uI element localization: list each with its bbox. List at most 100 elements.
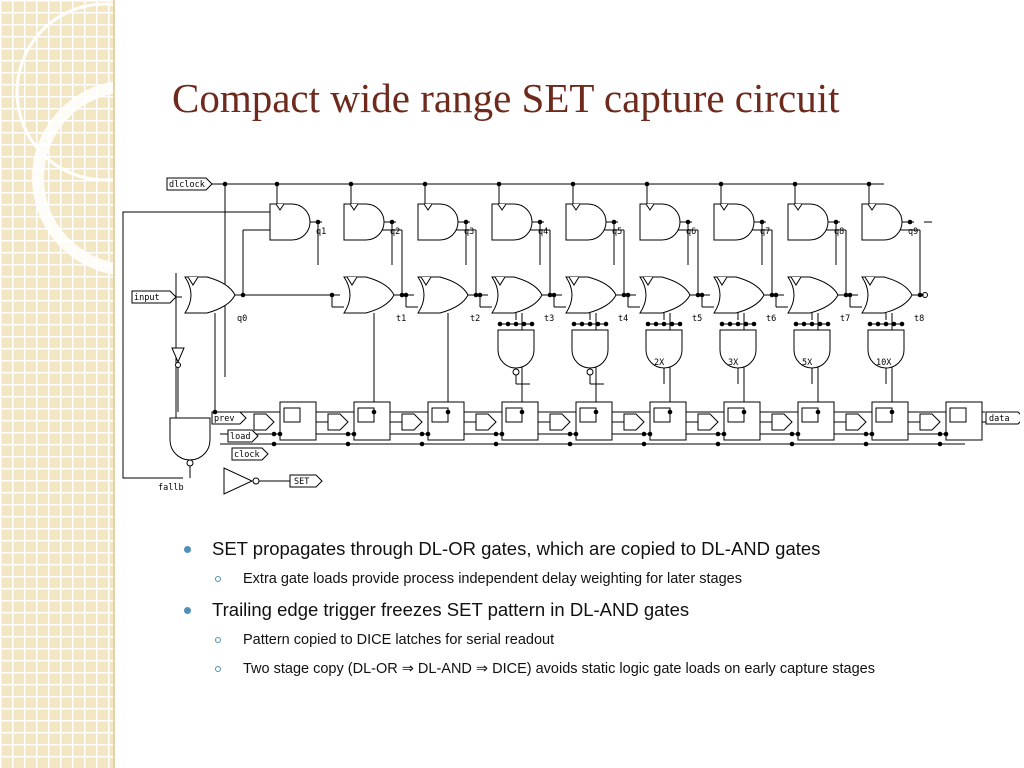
junction-dot bbox=[641, 431, 647, 437]
junction-dot bbox=[593, 409, 599, 415]
circuit-junctions bbox=[212, 181, 949, 447]
junction-dot bbox=[653, 321, 659, 327]
junction-dot bbox=[917, 292, 923, 298]
junction-dot bbox=[801, 321, 807, 327]
and-gate bbox=[269, 203, 311, 241]
and-output-label: q7 bbox=[760, 227, 770, 237]
pin-label: SET bbox=[294, 477, 309, 487]
junction-dot bbox=[943, 431, 949, 437]
latch-inner bbox=[283, 407, 301, 423]
junction-dot bbox=[907, 219, 913, 225]
junction-dot bbox=[719, 321, 725, 327]
load-gate bbox=[497, 329, 535, 369]
junction-dot bbox=[793, 321, 799, 327]
pin-load bbox=[227, 429, 259, 443]
pin-input bbox=[131, 290, 177, 304]
junction-dot bbox=[573, 431, 579, 437]
load-gate bbox=[571, 329, 609, 369]
junction-dot bbox=[389, 219, 395, 225]
pin-label: input bbox=[134, 293, 160, 303]
clock-marker bbox=[187, 276, 199, 286]
load-gate bbox=[793, 329, 831, 369]
and-gate bbox=[565, 203, 607, 241]
or-output-label: t2 bbox=[470, 314, 480, 324]
junction-dot bbox=[537, 219, 543, 225]
inverter-bubble bbox=[586, 368, 594, 376]
clock-marker bbox=[716, 276, 728, 286]
junction-dot bbox=[399, 292, 405, 298]
junction-dot bbox=[667, 409, 673, 415]
and-output-label: q1 bbox=[316, 227, 326, 237]
junction-dot bbox=[271, 441, 277, 447]
junction-dot bbox=[863, 431, 869, 437]
junction-dot bbox=[496, 181, 502, 187]
junction-dot bbox=[351, 431, 357, 437]
junction-dot bbox=[809, 321, 815, 327]
junction-dot bbox=[937, 441, 943, 447]
pin-dlclock bbox=[166, 177, 213, 191]
junction-dot bbox=[695, 292, 701, 298]
decorative-sidebar bbox=[0, 0, 113, 768]
junction-dot bbox=[625, 292, 631, 298]
junction-dot bbox=[891, 321, 897, 327]
clock-marker bbox=[867, 203, 877, 211]
circuit-labels: dlclockinputq1q0q2t1q3t2q4t3q5t4q6t5q7t6… bbox=[134, 180, 1009, 493]
junction-dot bbox=[422, 181, 428, 187]
load-label: 10X bbox=[876, 358, 892, 368]
or-gate bbox=[491, 276, 543, 314]
junction-dot bbox=[277, 431, 283, 437]
junction-dot bbox=[825, 321, 831, 327]
junction-dot bbox=[571, 321, 577, 327]
decorative-arcs bbox=[15, 2, 113, 275]
or-output-label: q0 bbox=[237, 314, 247, 324]
pin-set bbox=[289, 474, 323, 488]
junction-dot bbox=[718, 181, 724, 187]
sub-bullet-text: Extra gate loads provide process indepen… bbox=[243, 571, 742, 587]
junction-dot bbox=[570, 181, 576, 187]
wire bbox=[122, 211, 270, 479]
and-gate bbox=[787, 203, 829, 241]
junction-dot bbox=[445, 409, 451, 415]
clock-marker bbox=[568, 276, 580, 286]
and-gate bbox=[861, 203, 903, 241]
junction-dot bbox=[274, 181, 280, 187]
clock-marker bbox=[793, 203, 803, 211]
junction-dot bbox=[769, 292, 775, 298]
pin-data bbox=[985, 411, 1020, 425]
junction-dot bbox=[371, 409, 377, 415]
load-gate bbox=[867, 329, 905, 369]
junction-dot bbox=[645, 321, 651, 327]
junction-dot bbox=[715, 431, 721, 437]
and-output-label: q4 bbox=[538, 227, 548, 237]
junction-dot bbox=[621, 292, 627, 298]
latch-inner bbox=[801, 407, 819, 423]
junction-dot bbox=[547, 292, 553, 298]
junction-dot bbox=[345, 441, 351, 447]
junction-dot bbox=[240, 292, 246, 298]
clock-marker bbox=[790, 276, 802, 286]
sub-bullet-item: Pattern copied to DICE latches for seria… bbox=[180, 631, 1000, 649]
junction-dot bbox=[579, 321, 585, 327]
or-gate bbox=[861, 276, 913, 314]
sub-bullet-item: Two stage copy (DL-OR ⇒ DL-AND ⇒ DICE) a… bbox=[180, 660, 1000, 678]
mux bbox=[549, 413, 571, 431]
junction-dot bbox=[661, 321, 667, 327]
nand-gate bbox=[169, 417, 211, 461]
mux bbox=[253, 413, 275, 431]
junction-dot bbox=[715, 441, 721, 447]
junction-dot bbox=[817, 321, 823, 327]
bullet-text: Trailing edge trigger freezes SET patter… bbox=[212, 599, 690, 620]
clock-marker bbox=[645, 203, 655, 211]
junction-dot bbox=[519, 409, 525, 415]
load-gate bbox=[645, 329, 683, 369]
bullet-dot bbox=[184, 607, 191, 614]
sub-bullet-ring bbox=[215, 576, 221, 582]
and-output-label: q9 bbox=[908, 227, 918, 237]
junction-dot bbox=[759, 219, 765, 225]
junction-dot bbox=[222, 181, 228, 187]
junction-dot bbox=[773, 292, 779, 298]
and-gate bbox=[713, 203, 755, 241]
bullet-dot bbox=[184, 546, 191, 553]
junction-dot bbox=[505, 321, 511, 327]
mux bbox=[475, 413, 497, 431]
